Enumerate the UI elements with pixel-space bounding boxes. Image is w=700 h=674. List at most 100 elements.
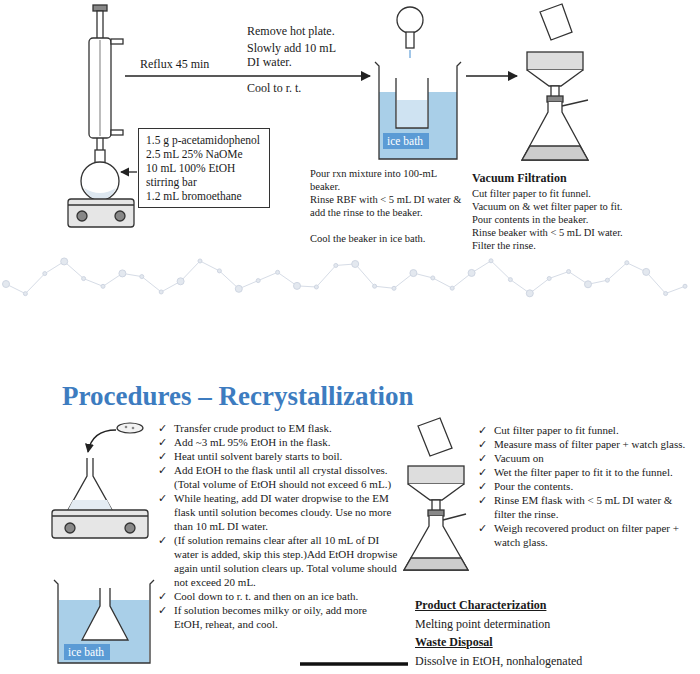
band-line bbox=[491, 261, 510, 280]
reflux-apparatus-part bbox=[77, 211, 87, 221]
info-block: Product CharacterizationMelting point de… bbox=[415, 596, 582, 670]
band-atom bbox=[567, 270, 571, 274]
checklist-item: ✓Cool down to r. t. and then on an ice b… bbox=[158, 589, 398, 603]
node-text: stirring bar bbox=[146, 175, 262, 189]
step-note: Vacuum on & wet filter paper to fit. bbox=[472, 200, 696, 213]
checklist-item: ✓While heating, add DI water dropwise to… bbox=[158, 491, 398, 533]
check-mark: ✓ bbox=[478, 493, 494, 507]
node-text: 1.2 mL bromoethane bbox=[146, 189, 262, 203]
check-mark: ✓ bbox=[478, 451, 494, 465]
band-atom bbox=[664, 292, 668, 296]
band-atom bbox=[489, 259, 493, 263]
reflux-apparatus-part bbox=[111, 130, 123, 135]
checklist: ✓Cut filter paper to fit funnel.✓Measure… bbox=[478, 423, 694, 549]
strike-bar bbox=[300, 662, 408, 666]
checklist-text: Cut filter paper to fit funnel. bbox=[494, 423, 694, 437]
checklist-item: ✓(If solution remains clear after all 10… bbox=[158, 533, 398, 589]
checklist-item: ✓Weigh recovered product on filter paper… bbox=[478, 521, 694, 549]
checklist-text: (If solution remains clear after all 10 … bbox=[174, 533, 398, 589]
band-atom bbox=[235, 285, 242, 292]
node-text: 1.5 g p-acetamidophenol bbox=[146, 133, 262, 147]
band-atom bbox=[119, 270, 126, 277]
vacuum-filtration-apparatus-part bbox=[404, 558, 468, 570]
band-line bbox=[433, 278, 452, 288]
checklist-item: ✓Wet the filter paper to fit it to the f… bbox=[478, 465, 694, 479]
check-mark: ✓ bbox=[478, 465, 494, 479]
band-atom bbox=[547, 276, 551, 280]
band-line bbox=[181, 261, 200, 281]
band-atom bbox=[43, 272, 47, 276]
arrow bbox=[121, 171, 137, 172]
band-atom bbox=[373, 284, 377, 288]
flask-on-hot-plate-part bbox=[125, 523, 135, 533]
section-title: Procedures – Recrystallization bbox=[62, 380, 413, 412]
check-mark: ✓ bbox=[478, 521, 494, 535]
checklist-text: While heating, add DI water dropwise to … bbox=[174, 491, 398, 533]
step-label: Remove hot plate. bbox=[247, 24, 365, 38]
step-note: Pour contents in the beaker. bbox=[472, 213, 696, 226]
band-atom bbox=[526, 290, 533, 297]
checklist: ✓Transfer crude product to EM flask.✓Add… bbox=[158, 421, 398, 631]
ice-bath-beaker-part bbox=[54, 580, 154, 663]
band-atom bbox=[82, 277, 86, 281]
band-line bbox=[646, 272, 665, 294]
reagent-box: 1.5 g p-acetamidophenol2.5 mL 25% NaOMe1… bbox=[138, 128, 270, 208]
checklist-item: ✓Add EtOH to the flask until all crystal… bbox=[158, 463, 398, 491]
node-text: ice bath bbox=[387, 134, 425, 148]
check-mark: ✓ bbox=[478, 479, 494, 493]
section-text: Dissolve in EtOH, nonhalogenated bbox=[415, 652, 582, 671]
band-line bbox=[666, 286, 685, 293]
band-atom bbox=[431, 276, 435, 280]
check-mark: ✓ bbox=[158, 421, 174, 435]
band-line bbox=[549, 272, 568, 279]
check-mark: ✓ bbox=[158, 435, 174, 449]
vacuum-filtration-apparatus-part bbox=[522, 102, 588, 160]
band-atom bbox=[256, 279, 260, 283]
step-label: Slowly add 10 mL DI water. bbox=[247, 41, 347, 69]
checklist-item: ✓Cut filter paper to fit funnel. bbox=[478, 423, 694, 437]
band-atom bbox=[450, 286, 454, 290]
band-atom bbox=[276, 270, 280, 274]
checklist-item: ✓Transfer crude product to EM flask. bbox=[158, 421, 398, 435]
checklist-text: Weigh recovered product on filter paper … bbox=[494, 521, 694, 549]
band-atom bbox=[198, 259, 202, 263]
band-line bbox=[25, 274, 44, 294]
reflux-apparatus bbox=[68, 5, 134, 227]
reflux-apparatus-part bbox=[99, 40, 100, 136]
checklist-item: ✓If solution becomes milky or oily, add … bbox=[158, 603, 398, 631]
band-atom bbox=[352, 260, 359, 267]
band-line bbox=[607, 263, 626, 280]
reflux-apparatus-part bbox=[68, 199, 134, 227]
molecule-band bbox=[3, 258, 688, 297]
checklist-text: Cool down to r. t. and then on an ice ba… bbox=[174, 589, 398, 603]
band-atom bbox=[294, 282, 301, 289]
reflux-apparatus-part bbox=[81, 162, 119, 200]
step-note: Rinse beaker with < 5 mL DI water. bbox=[472, 226, 696, 239]
checklist-text: Heat until solvent barely starts to boil… bbox=[174, 449, 398, 463]
vacuum-filtration-apparatus-part bbox=[540, 4, 572, 40]
pouring-flask-part bbox=[406, 32, 414, 48]
band-atom bbox=[314, 285, 318, 289]
band-line bbox=[142, 277, 161, 292]
band-atom bbox=[61, 258, 68, 265]
check-mark: ✓ bbox=[158, 463, 174, 477]
checklist-item: ✓Add ~3 mL 95% EtOH in the flask. bbox=[158, 435, 398, 449]
checklist-text: Wet the filter paper to fit it to the fu… bbox=[494, 465, 694, 479]
ice-bath-label: ice bath bbox=[383, 133, 429, 149]
ice-bath-beaker-part bbox=[397, 100, 427, 127]
check-mark: ✓ bbox=[158, 449, 174, 463]
reflux-apparatus-part bbox=[89, 38, 111, 138]
band-atom bbox=[177, 278, 184, 285]
check-mark: ✓ bbox=[478, 437, 494, 451]
vacuum-filtration-apparatus-part bbox=[408, 466, 464, 484]
step-note: Filter the rinse. bbox=[472, 239, 696, 252]
watch-glass-part bbox=[125, 426, 128, 429]
step-note: Pour rxn mixture into 100-mL beaker. bbox=[310, 167, 468, 193]
band-atom bbox=[683, 284, 687, 288]
band-line bbox=[258, 272, 277, 280]
vacuum-filtration-apparatus-part bbox=[547, 96, 563, 102]
node-text: 10 mL 100% EtOH bbox=[146, 161, 262, 175]
band-line bbox=[355, 264, 374, 286]
vacuum-filtration-apparatus-part bbox=[527, 52, 583, 70]
step-label: Reflux 45 min bbox=[140, 57, 235, 71]
